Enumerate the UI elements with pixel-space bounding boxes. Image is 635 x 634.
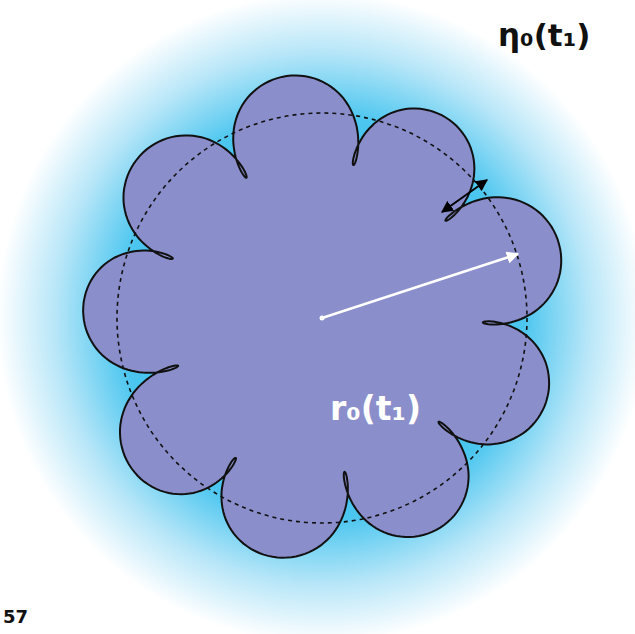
- center-dot: [320, 316, 325, 321]
- amplitude-arrow: [442, 180, 487, 212]
- fluid-blob: [83, 76, 561, 558]
- page-number: 57: [3, 608, 28, 626]
- radius-arrow: [322, 254, 518, 318]
- mean-radius-circle: [117, 113, 527, 523]
- radius-label: r₀(t₁): [330, 392, 421, 425]
- amplitude-label: η₀(t₁): [498, 20, 590, 51]
